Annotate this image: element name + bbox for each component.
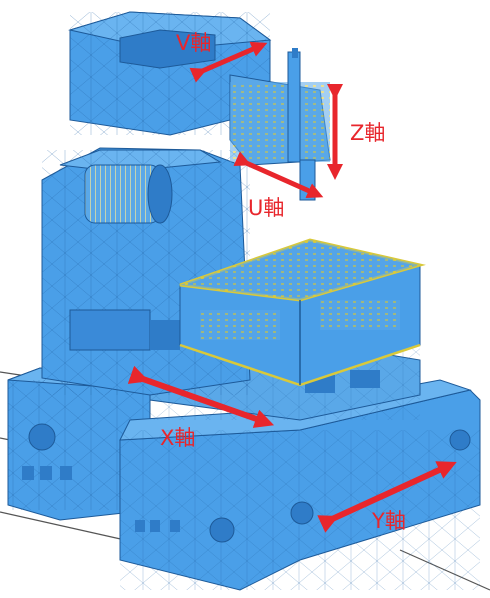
y-axis-label: Y軸	[371, 509, 406, 533]
y-axis-arrow	[317, 461, 457, 533]
tool-head	[229, 48, 331, 201]
v-axis-arrow	[189, 41, 268, 83]
x-axis-label: X軸	[160, 426, 195, 450]
upper-frame	[179, 238, 426, 387]
motor-drum	[84, 164, 173, 224]
v-axis-label: V軸	[176, 31, 211, 55]
z-axis-label: Z軸	[350, 121, 385, 145]
x-axis-arrow	[127, 365, 275, 428]
u-axis-label: U軸	[248, 196, 284, 220]
u-axis-arrow	[233, 151, 324, 199]
